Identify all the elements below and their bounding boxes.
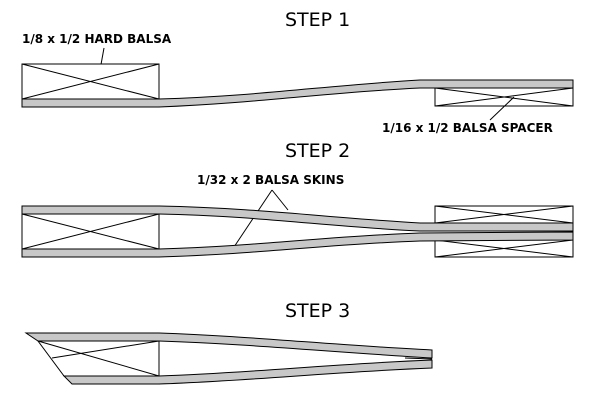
balsa-skins-label: 1/32 x 2 BALSA SKINS bbox=[197, 173, 344, 187]
step3-trailing-edge bbox=[404, 357, 433, 360]
step-2-title: STEP 2 bbox=[285, 140, 350, 162]
step2-spacer-top-cross-b bbox=[434, 205, 574, 224]
spacer-cross-b bbox=[434, 87, 574, 107]
step3-cross-b bbox=[37, 340, 160, 377]
step-1: STEP 1 1/8 x 1/2 HARD BALSA 1/16 x 1/2 B… bbox=[21, 9, 574, 135]
balsa-spacer-leader bbox=[489, 96, 515, 121]
step-2: STEP 2 1/32 x 2 BALSA SKINS bbox=[21, 140, 574, 258]
step3-bottom-skin bbox=[62, 359, 433, 385]
step-3: STEP 3 bbox=[24, 300, 433, 385]
balsa-spacer-label: 1/16 x 1/2 BALSA SPACER bbox=[382, 121, 553, 135]
top-balsa-skin bbox=[21, 205, 574, 232]
step2-hard-cross-b bbox=[21, 213, 160, 250]
bottom-balsa-skin bbox=[21, 231, 574, 258]
step3-top-skin bbox=[24, 332, 433, 359]
hard-balsa-cross-b bbox=[21, 63, 160, 100]
hard-balsa-label: 1/8 x 1/2 HARD BALSA bbox=[22, 32, 172, 46]
step2-spacer-bottom-cross-b bbox=[434, 239, 574, 258]
balsa-skin-strip bbox=[21, 79, 574, 108]
skins-leader-top bbox=[271, 189, 289, 211]
step-1-title: STEP 1 bbox=[285, 9, 350, 31]
step3-cross-a bbox=[51, 340, 160, 359]
step-3-title: STEP 3 bbox=[285, 300, 350, 322]
